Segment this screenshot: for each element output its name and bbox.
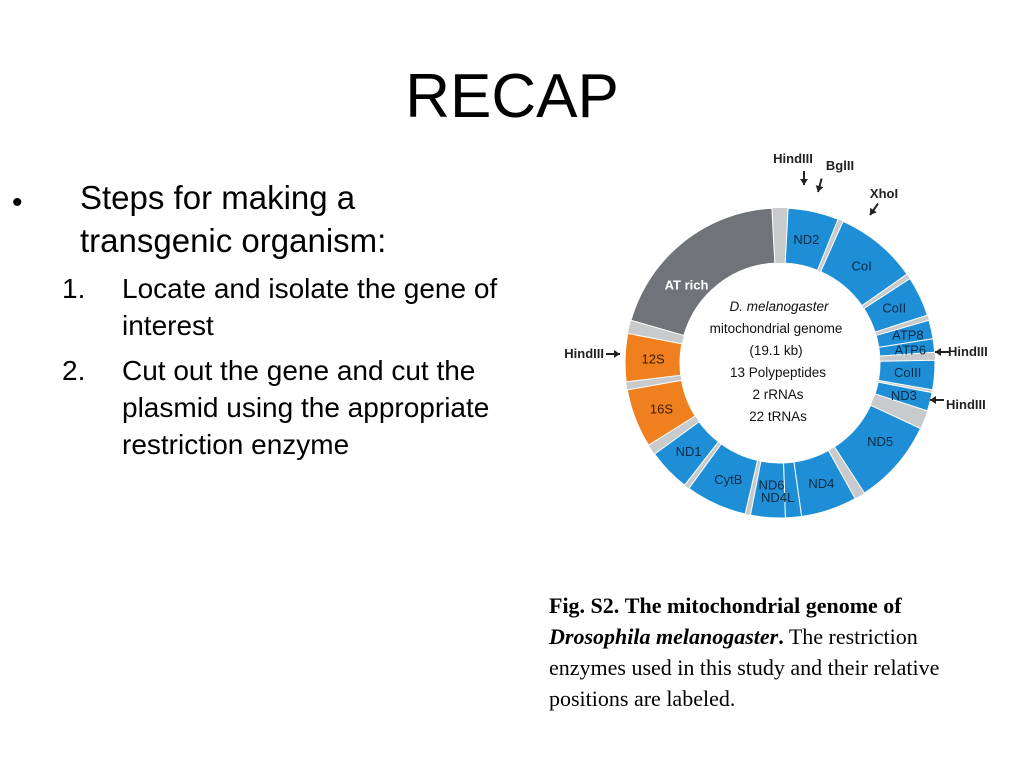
- gene-label-nd5: ND5: [867, 434, 893, 449]
- center-size: (19.1 kb): [749, 343, 802, 358]
- caption-species: Drosophila melanogaster: [549, 624, 779, 649]
- gene-segment-nd6: [749, 460, 786, 519]
- restriction-sites: HindIII BglII XhoI HindIII HindIII HindIII: [564, 151, 987, 412]
- restriction-site-arrowhead: [870, 207, 877, 215]
- caption-body: The restriction enzymes used in this stu…: [549, 624, 940, 711]
- caption-period: .: [778, 624, 784, 649]
- bullet-marker: •: [12, 186, 23, 219]
- bullet-lead-text: Steps for making a transgenic organism:: [80, 179, 387, 259]
- gene-segment-coii: [863, 277, 929, 333]
- gene-segment-nd3: [874, 381, 933, 412]
- gene-label-coi: CoI: [852, 259, 872, 274]
- step-1-text: Locate and isolate the gene of interest: [122, 273, 498, 341]
- gene-label-at-rich: AT rich: [665, 278, 709, 293]
- restriction-site-label-hindiii: HindIII: [946, 397, 986, 412]
- center-polypeptides: 13 Polypeptides: [730, 365, 826, 380]
- gene-segment-atp6: [878, 338, 936, 357]
- step-2-number: 2.: [62, 355, 86, 386]
- gene-label-nd3: ND3: [891, 388, 917, 403]
- gene-label-12s: 12S: [642, 352, 665, 367]
- gene-label-nd4l: ND4L: [761, 490, 794, 505]
- restriction-site-arrowhead: [815, 185, 824, 192]
- restriction-site-arrowhead: [614, 350, 620, 358]
- caption-label: Fig. S2.: [549, 593, 620, 618]
- gene-label-nd4: ND4: [808, 476, 834, 491]
- gene-label-coii: CoII: [882, 300, 906, 315]
- gene-segment-at-rich: [630, 207, 776, 337]
- gene-segment-12s: [624, 332, 683, 383]
- gene-label-cytb: CytB: [714, 472, 742, 487]
- figure-caption: Fig. S2. The mitochondrial genome of Dro…: [549, 590, 999, 714]
- restriction-site-arrowhead: [800, 179, 808, 185]
- center-genome: mitochondrial genome: [710, 321, 843, 336]
- gene-label-nd6: ND6: [758, 478, 784, 493]
- gene-segment-nd5: [833, 404, 922, 494]
- gene-label-atp8: ATP8: [892, 328, 924, 343]
- gene-segment-nd1: [653, 421, 720, 486]
- restriction-site-label-hindiii: HindIII: [773, 151, 813, 166]
- step-2-text: Cut out the gene and cut the plasmid usi…: [122, 355, 490, 460]
- gene-label-nd2: ND2: [793, 232, 819, 247]
- center-trnas: 22 tRNAs: [749, 409, 807, 424]
- gene-segment-coi: [820, 220, 908, 307]
- gene-label-coiii: CoIII: [894, 365, 921, 380]
- restriction-site-label-hindiii: HindIII: [948, 344, 988, 359]
- gene-segment-coiii: [877, 359, 936, 391]
- center-species: D. melanogaster: [729, 299, 829, 314]
- gene-label-nd1: ND1: [676, 444, 702, 459]
- gene-label-atp6: ATP6: [895, 342, 927, 357]
- restriction-site-label-xhoi: XhoI: [870, 186, 898, 201]
- step-1-number: 1.: [62, 273, 86, 304]
- center-rrnas: 2 rRNAs: [752, 387, 803, 402]
- genome-center-label: D. melanogaster mitochondrial genome (19…: [710, 299, 843, 424]
- restriction-site-label-bglii: BglII: [826, 158, 854, 173]
- caption-title: The mitochondrial genome of: [624, 593, 902, 618]
- restriction-site-label-hindiii: HindIII: [564, 346, 604, 361]
- gene-segment-cytb: [688, 443, 759, 515]
- gene-label-16s: 16S: [650, 402, 673, 417]
- gene-segment-16s: [626, 379, 696, 446]
- gene-segment-nd2: [784, 207, 839, 271]
- restriction-site-arrowhead: [930, 396, 936, 404]
- slide-title: RECAP: [405, 62, 619, 131]
- restriction-site-arrowhead: [935, 348, 941, 356]
